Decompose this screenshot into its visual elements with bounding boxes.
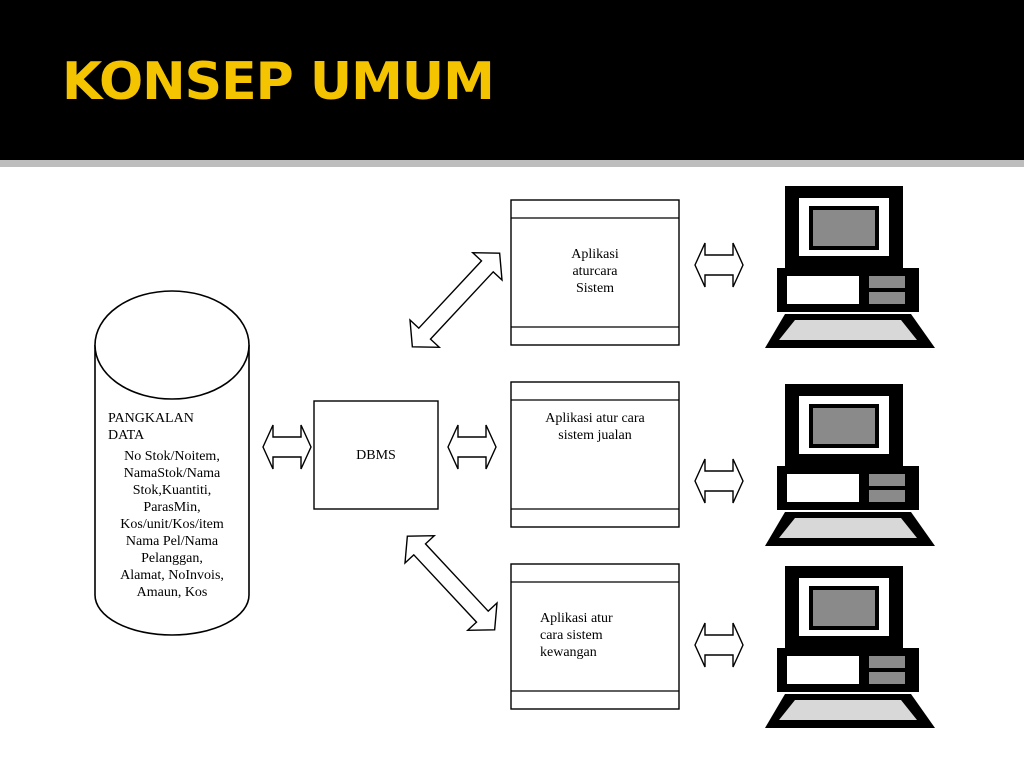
dbms-box (313, 400, 439, 510)
database-heading: PANGKALAN DATA (108, 411, 194, 443)
dbms-label: DBMS (356, 448, 396, 463)
computer-icon (765, 384, 935, 546)
computer-icon (765, 186, 935, 348)
database-fields: No Stok/Noitem, NamaStok/Nama Stok,Kuant… (120, 449, 224, 600)
double-arrow-icon (404, 534, 498, 632)
computer-icon (765, 566, 935, 728)
slide-header (0, 0, 1024, 160)
application-box-3 (510, 563, 680, 710)
double-arrow-icon (262, 424, 312, 470)
header-divider (0, 160, 1024, 167)
double-arrow-icon (694, 458, 744, 504)
application-box-1 (510, 199, 680, 346)
double-arrow-icon (694, 242, 744, 288)
application-label-1: Aplikasi aturcara Sistem (571, 247, 619, 296)
slide-title: KONSEP UMUM (62, 52, 495, 112)
double-arrow-icon (447, 424, 497, 470)
application-box-2 (510, 381, 680, 528)
application-label-2: Aplikasi atur cara sistem jualan (545, 411, 645, 443)
double-arrow-icon (694, 622, 744, 668)
application-label-3: Aplikasi atur cara sistem kewangan (540, 611, 613, 660)
double-arrow-icon (409, 251, 503, 349)
database-cylinder-icon (94, 290, 250, 636)
